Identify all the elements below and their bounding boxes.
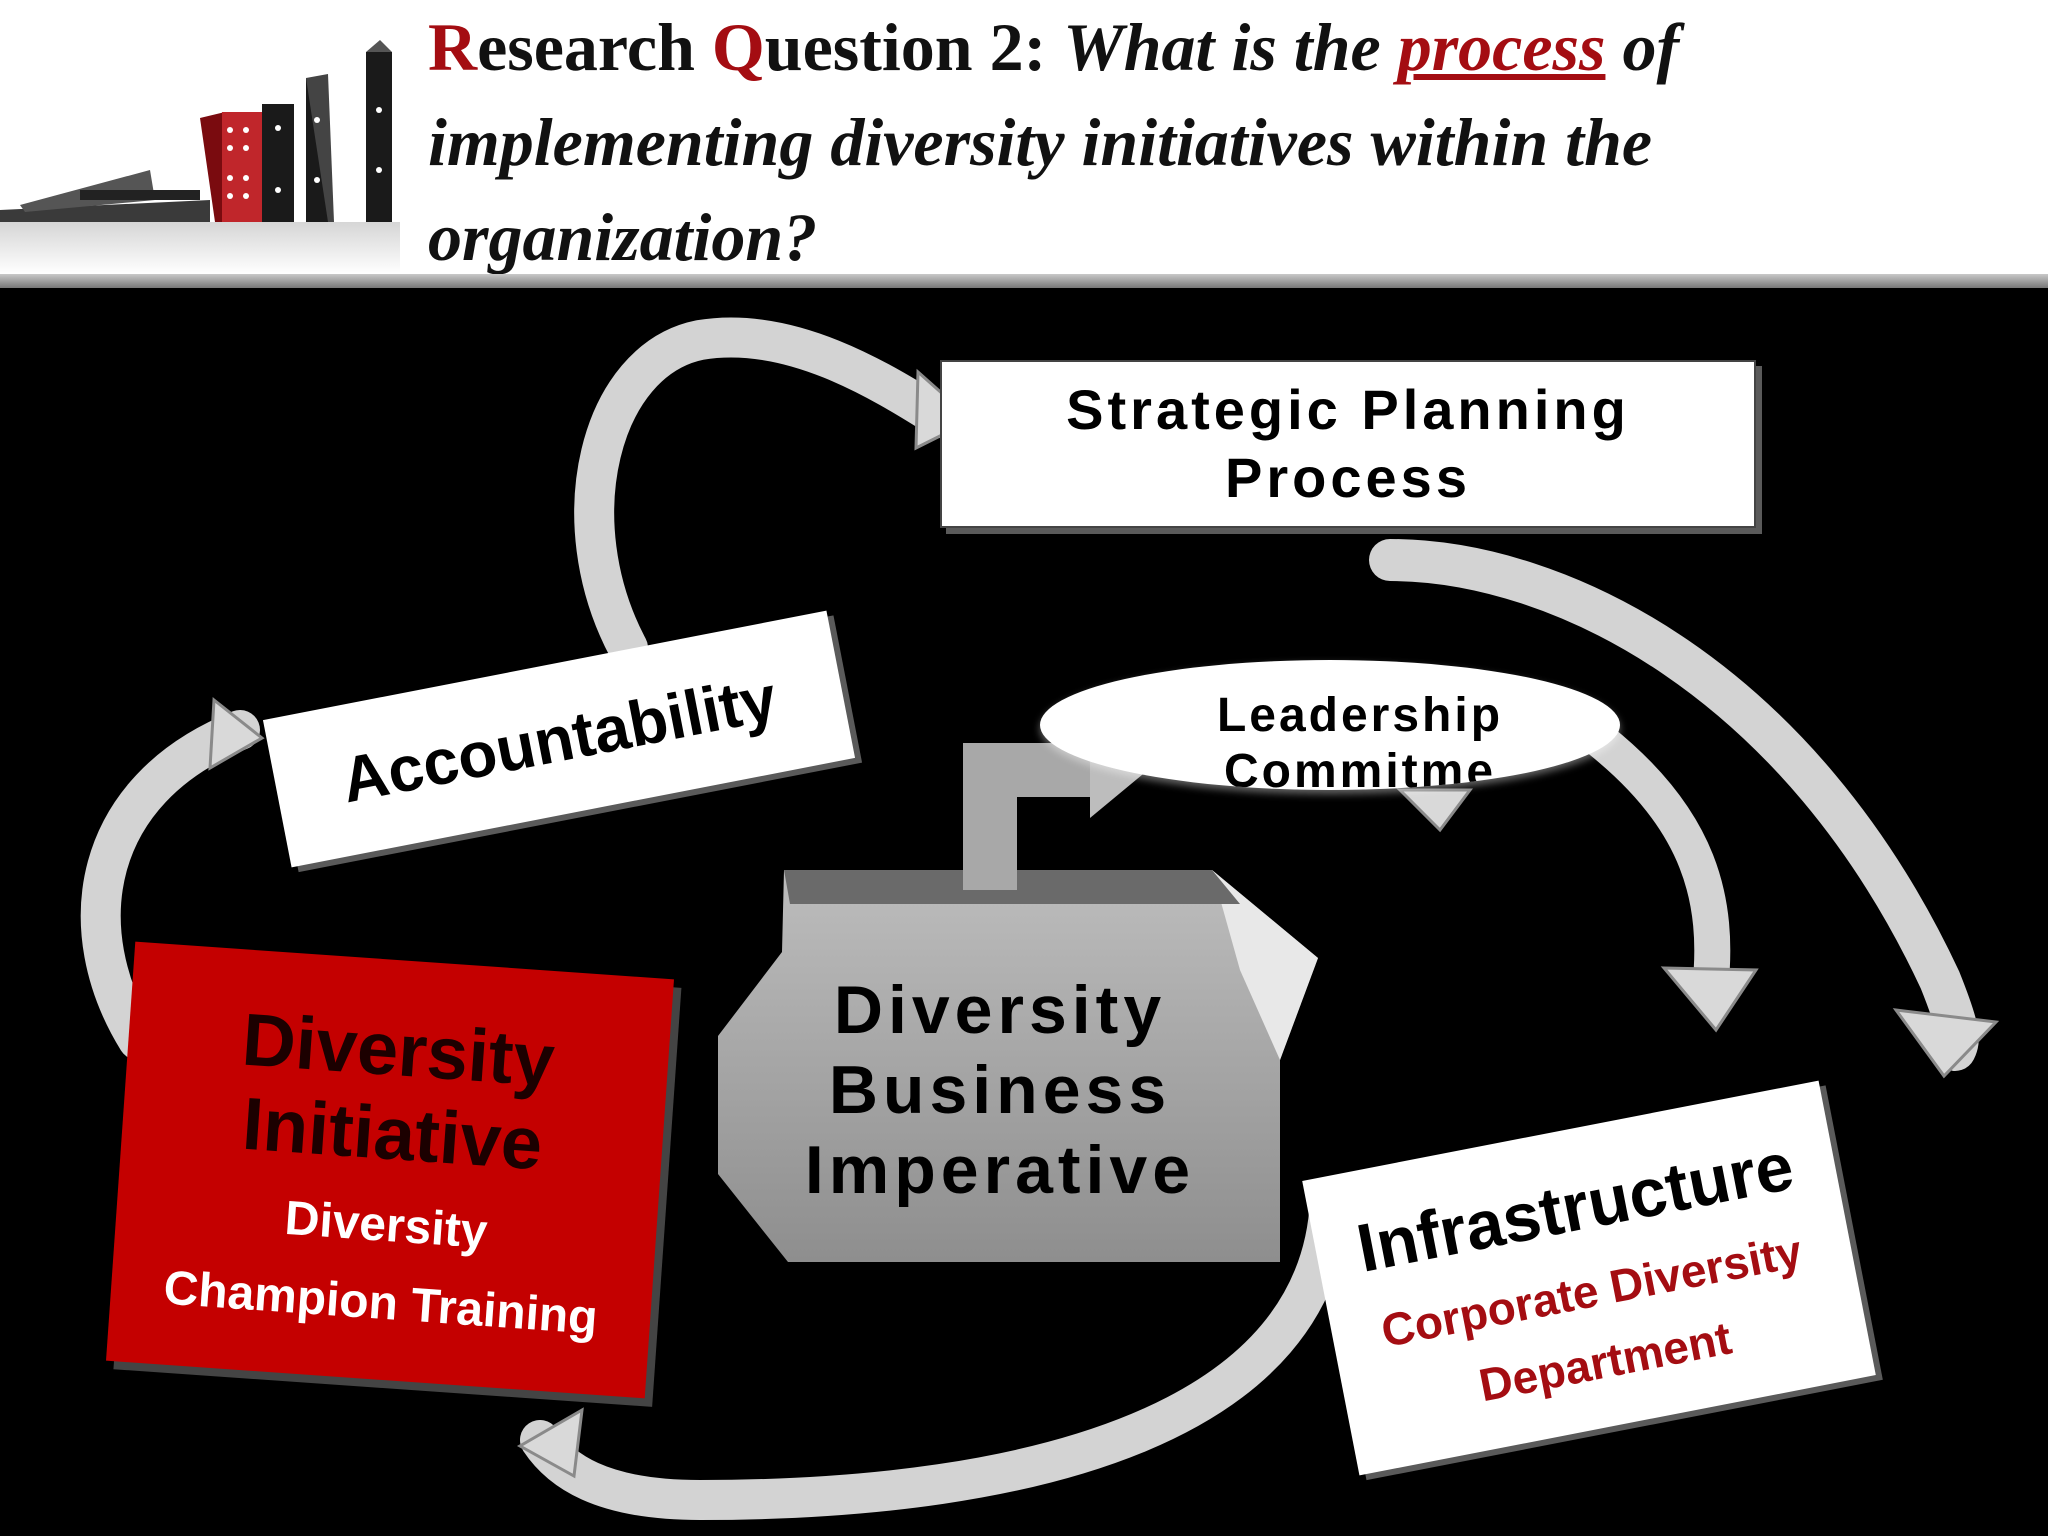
champion-training-line1: Diversity [283,1191,490,1259]
imperative-line3: Imperative [804,1132,1196,1208]
diversity-initiative-box: Diversity Initiative Diversity Champion … [106,941,674,1399]
arrowhead-infrastructure-left [1660,966,1759,1033]
domino-logo-icon [0,40,400,274]
title-process-word: process [1397,9,1606,85]
title-question-end: of implementing diversity initiatives wi… [428,9,1680,275]
leadership-commitment-oval: Leadership Commitme [1040,660,1620,790]
arrow-initiative-to-accountability [80,710,260,1060]
arrow-accountability-to-planning [574,317,960,668]
page-title: Research Question 2: What is the process… [428,0,2028,285]
header-divider [0,274,2048,288]
leadership-line2: Commitme [1223,745,1497,790]
slide-header: Research Question 2: What is the process… [0,0,2048,275]
title-question-start: What is the [1063,9,1398,85]
title-initial-q: Q [711,9,765,85]
imperative-line1: Diversity [833,972,1167,1048]
arrow-infrastructure-to-initiative [520,1180,1350,1521]
strategic-planning-line2: Process [1225,446,1471,509]
strategic-planning-line1: Strategic Planning [1066,378,1630,441]
arrowhead-infrastructure-right [1892,1008,2000,1079]
arrowhead-leadership-down [1396,788,1473,833]
business-imperative-box: Diversity Business Imperative [718,868,1318,1264]
title-initial-r: R [428,9,478,85]
leadership-line1: Leadership [1216,689,1504,742]
champion-training-line2: Champion Training [162,1261,600,1345]
arrowhead-accountability [208,697,265,771]
title-research: esearch [477,9,712,85]
arrow-leadership-to-infrastructure [1582,722,1731,1008]
strategic-planning-box: Strategic Planning Process [940,360,1756,528]
title-question-number: uestion 2: [764,9,1064,85]
arrowhead-initiative [516,1407,584,1479]
imperative-line2: Business [828,1052,1172,1128]
